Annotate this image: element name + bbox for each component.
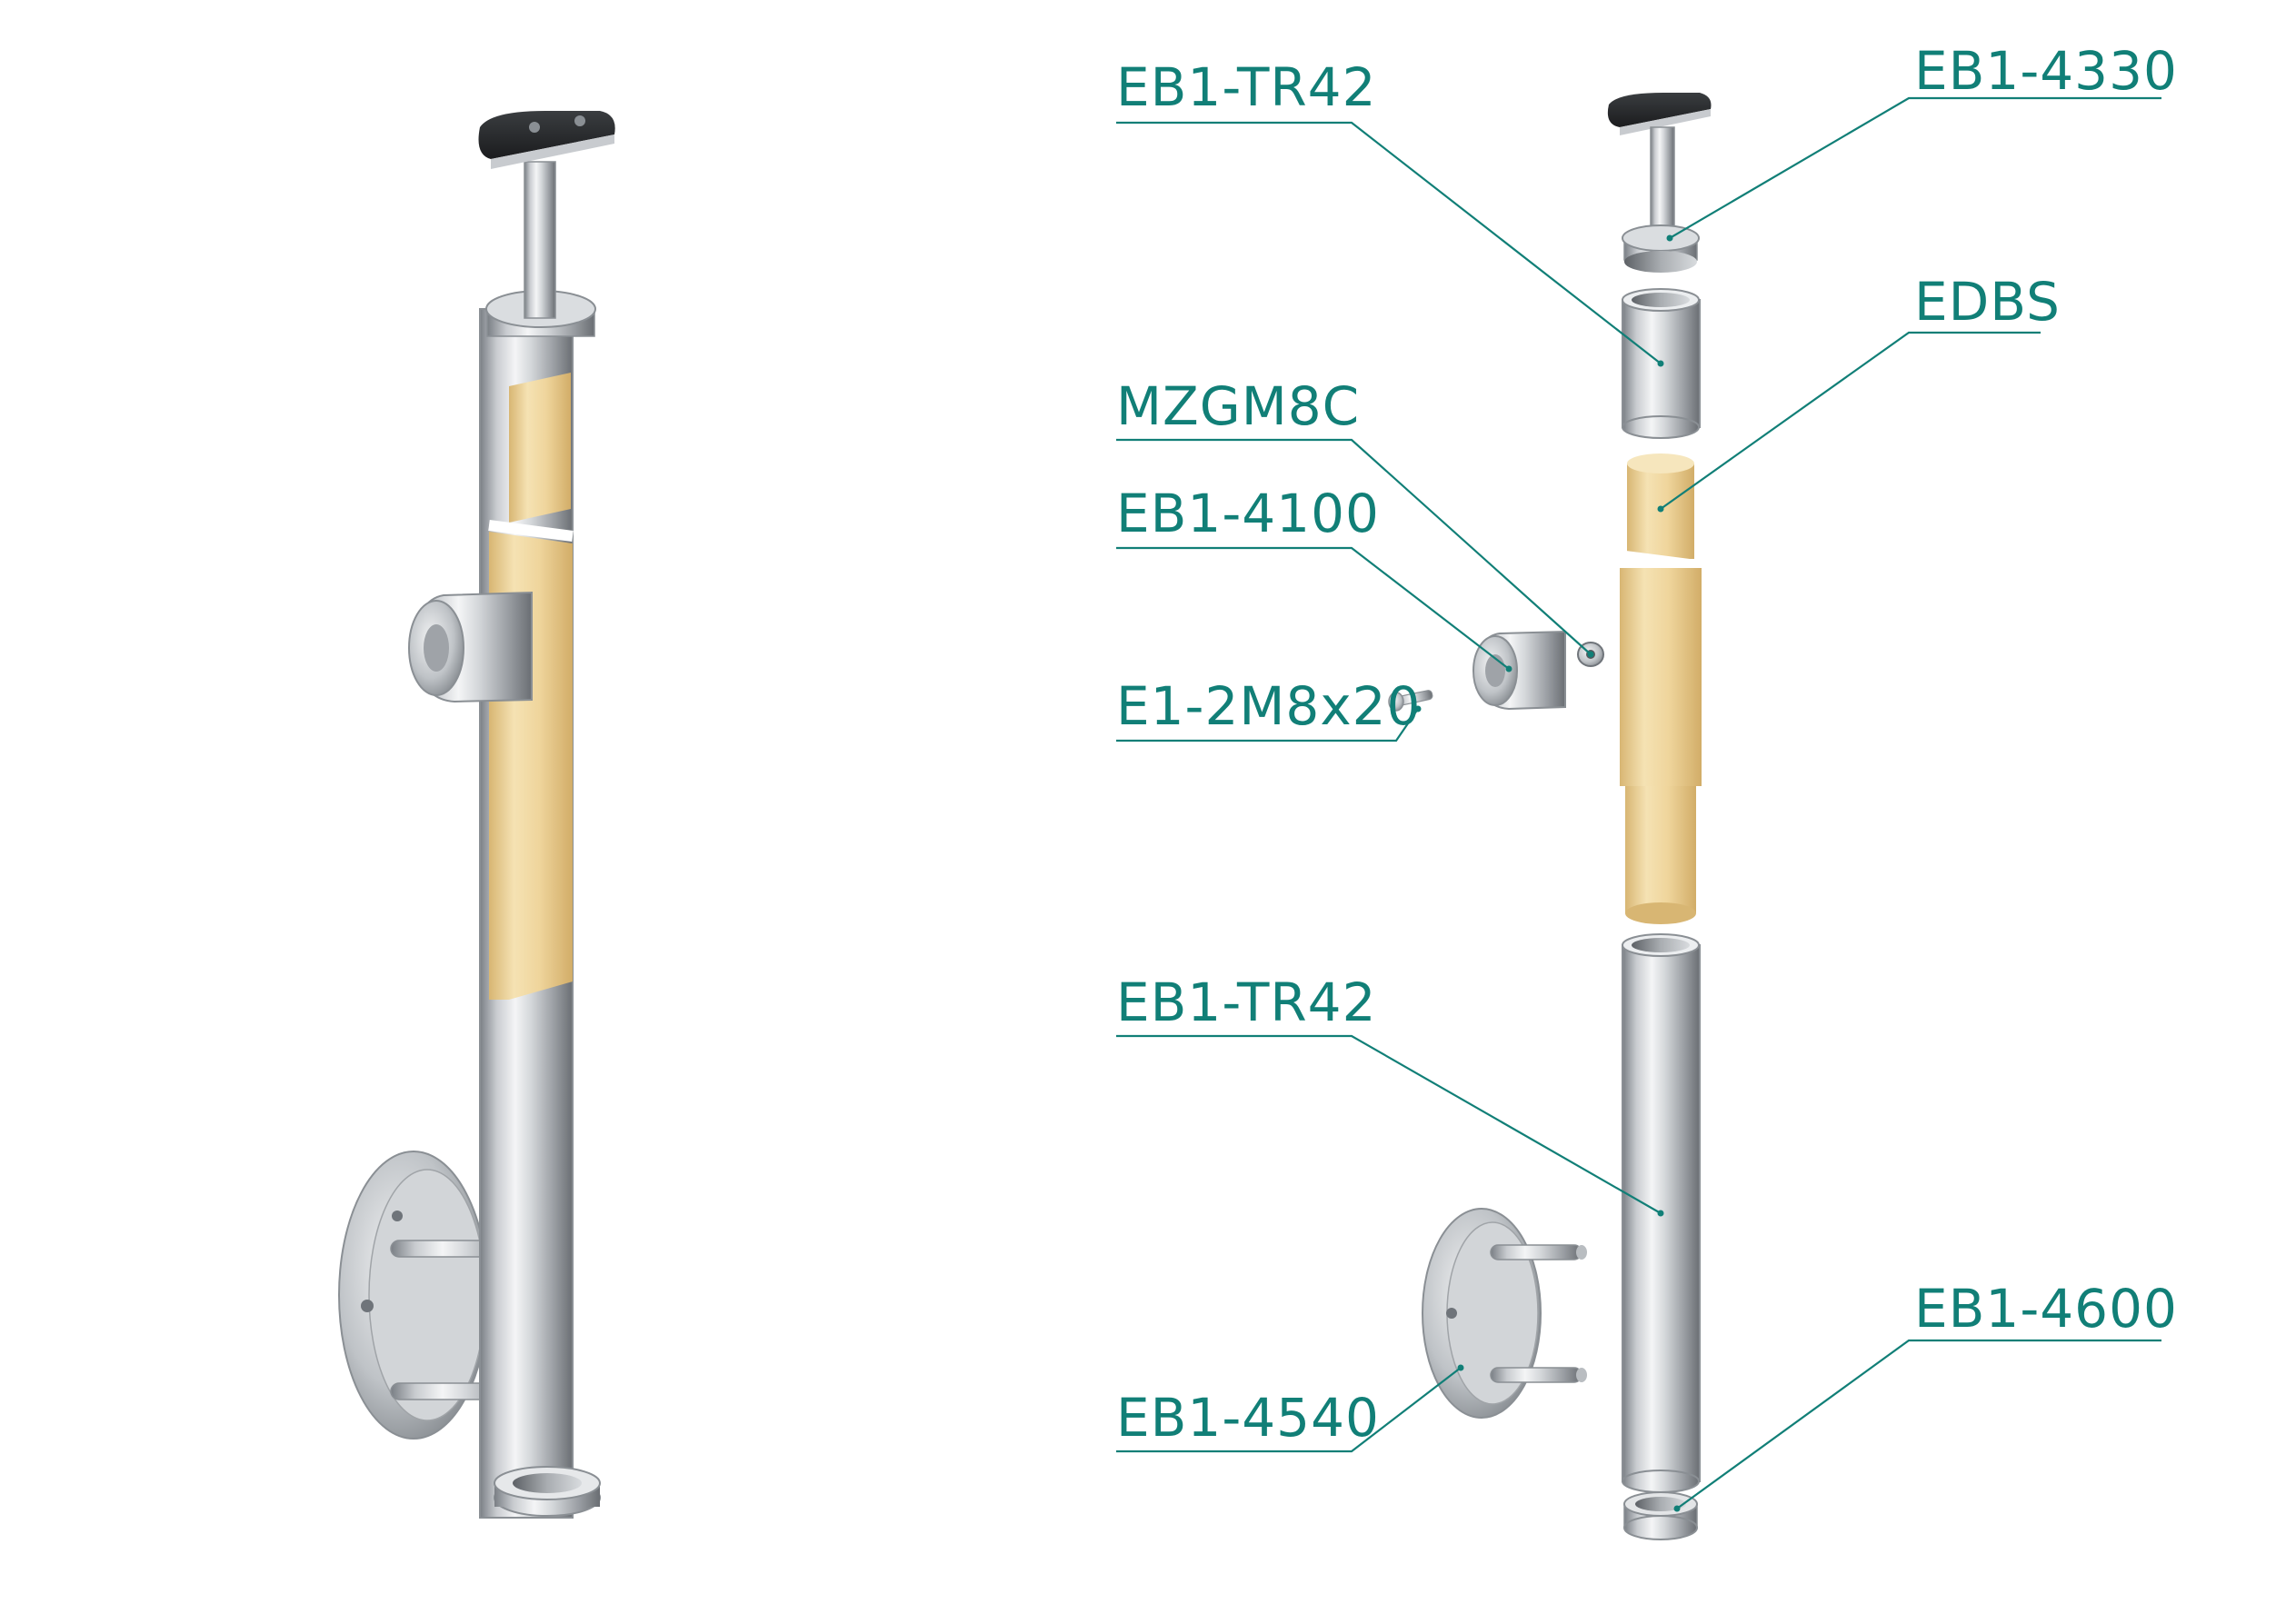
label-eb1-tr42-bottom: EB1-TR42 — [1116, 971, 1376, 1033]
label-mzgm8c: MZGM8C — [1116, 375, 1360, 437]
assembled-top-saddle — [478, 111, 615, 337]
part-eb1-4600 — [1623, 1491, 1698, 1540]
label-eb1-tr42-top: EB1-TR42 — [1116, 56, 1376, 118]
label-eb1-4330: EB1-4330 — [1914, 40, 2178, 102]
part-eb1-4100 — [1472, 630, 1566, 711]
part-edbs — [1620, 453, 1702, 924]
label-edbs: EDBS — [1914, 271, 2061, 333]
part-labels: EB1-TR42 EB1-4330 EDBS MZGM8C EB1-4100 E… — [1116, 40, 2178, 1449]
assembled-glass-clamp — [408, 591, 533, 703]
assembled-post — [338, 111, 615, 1519]
assembled-bottom-cap — [494, 1466, 601, 1517]
label-eb1-4100: EB1-4100 — [1116, 483, 1380, 544]
exploded-parts — [1388, 93, 1712, 1540]
part-e1-2m8x20 — [1388, 690, 1433, 712]
label-eb1-4600: EB1-4600 — [1914, 1278, 2178, 1340]
part-eb1-4540 — [1422, 1208, 1587, 1419]
label-e1-2m8x20: E1-2M8x20 — [1116, 675, 1421, 737]
label-eb1-4540: EB1-4540 — [1116, 1387, 1380, 1449]
leader-lines — [1116, 96, 2161, 1512]
part-eb1-4330 — [1607, 93, 1712, 273]
